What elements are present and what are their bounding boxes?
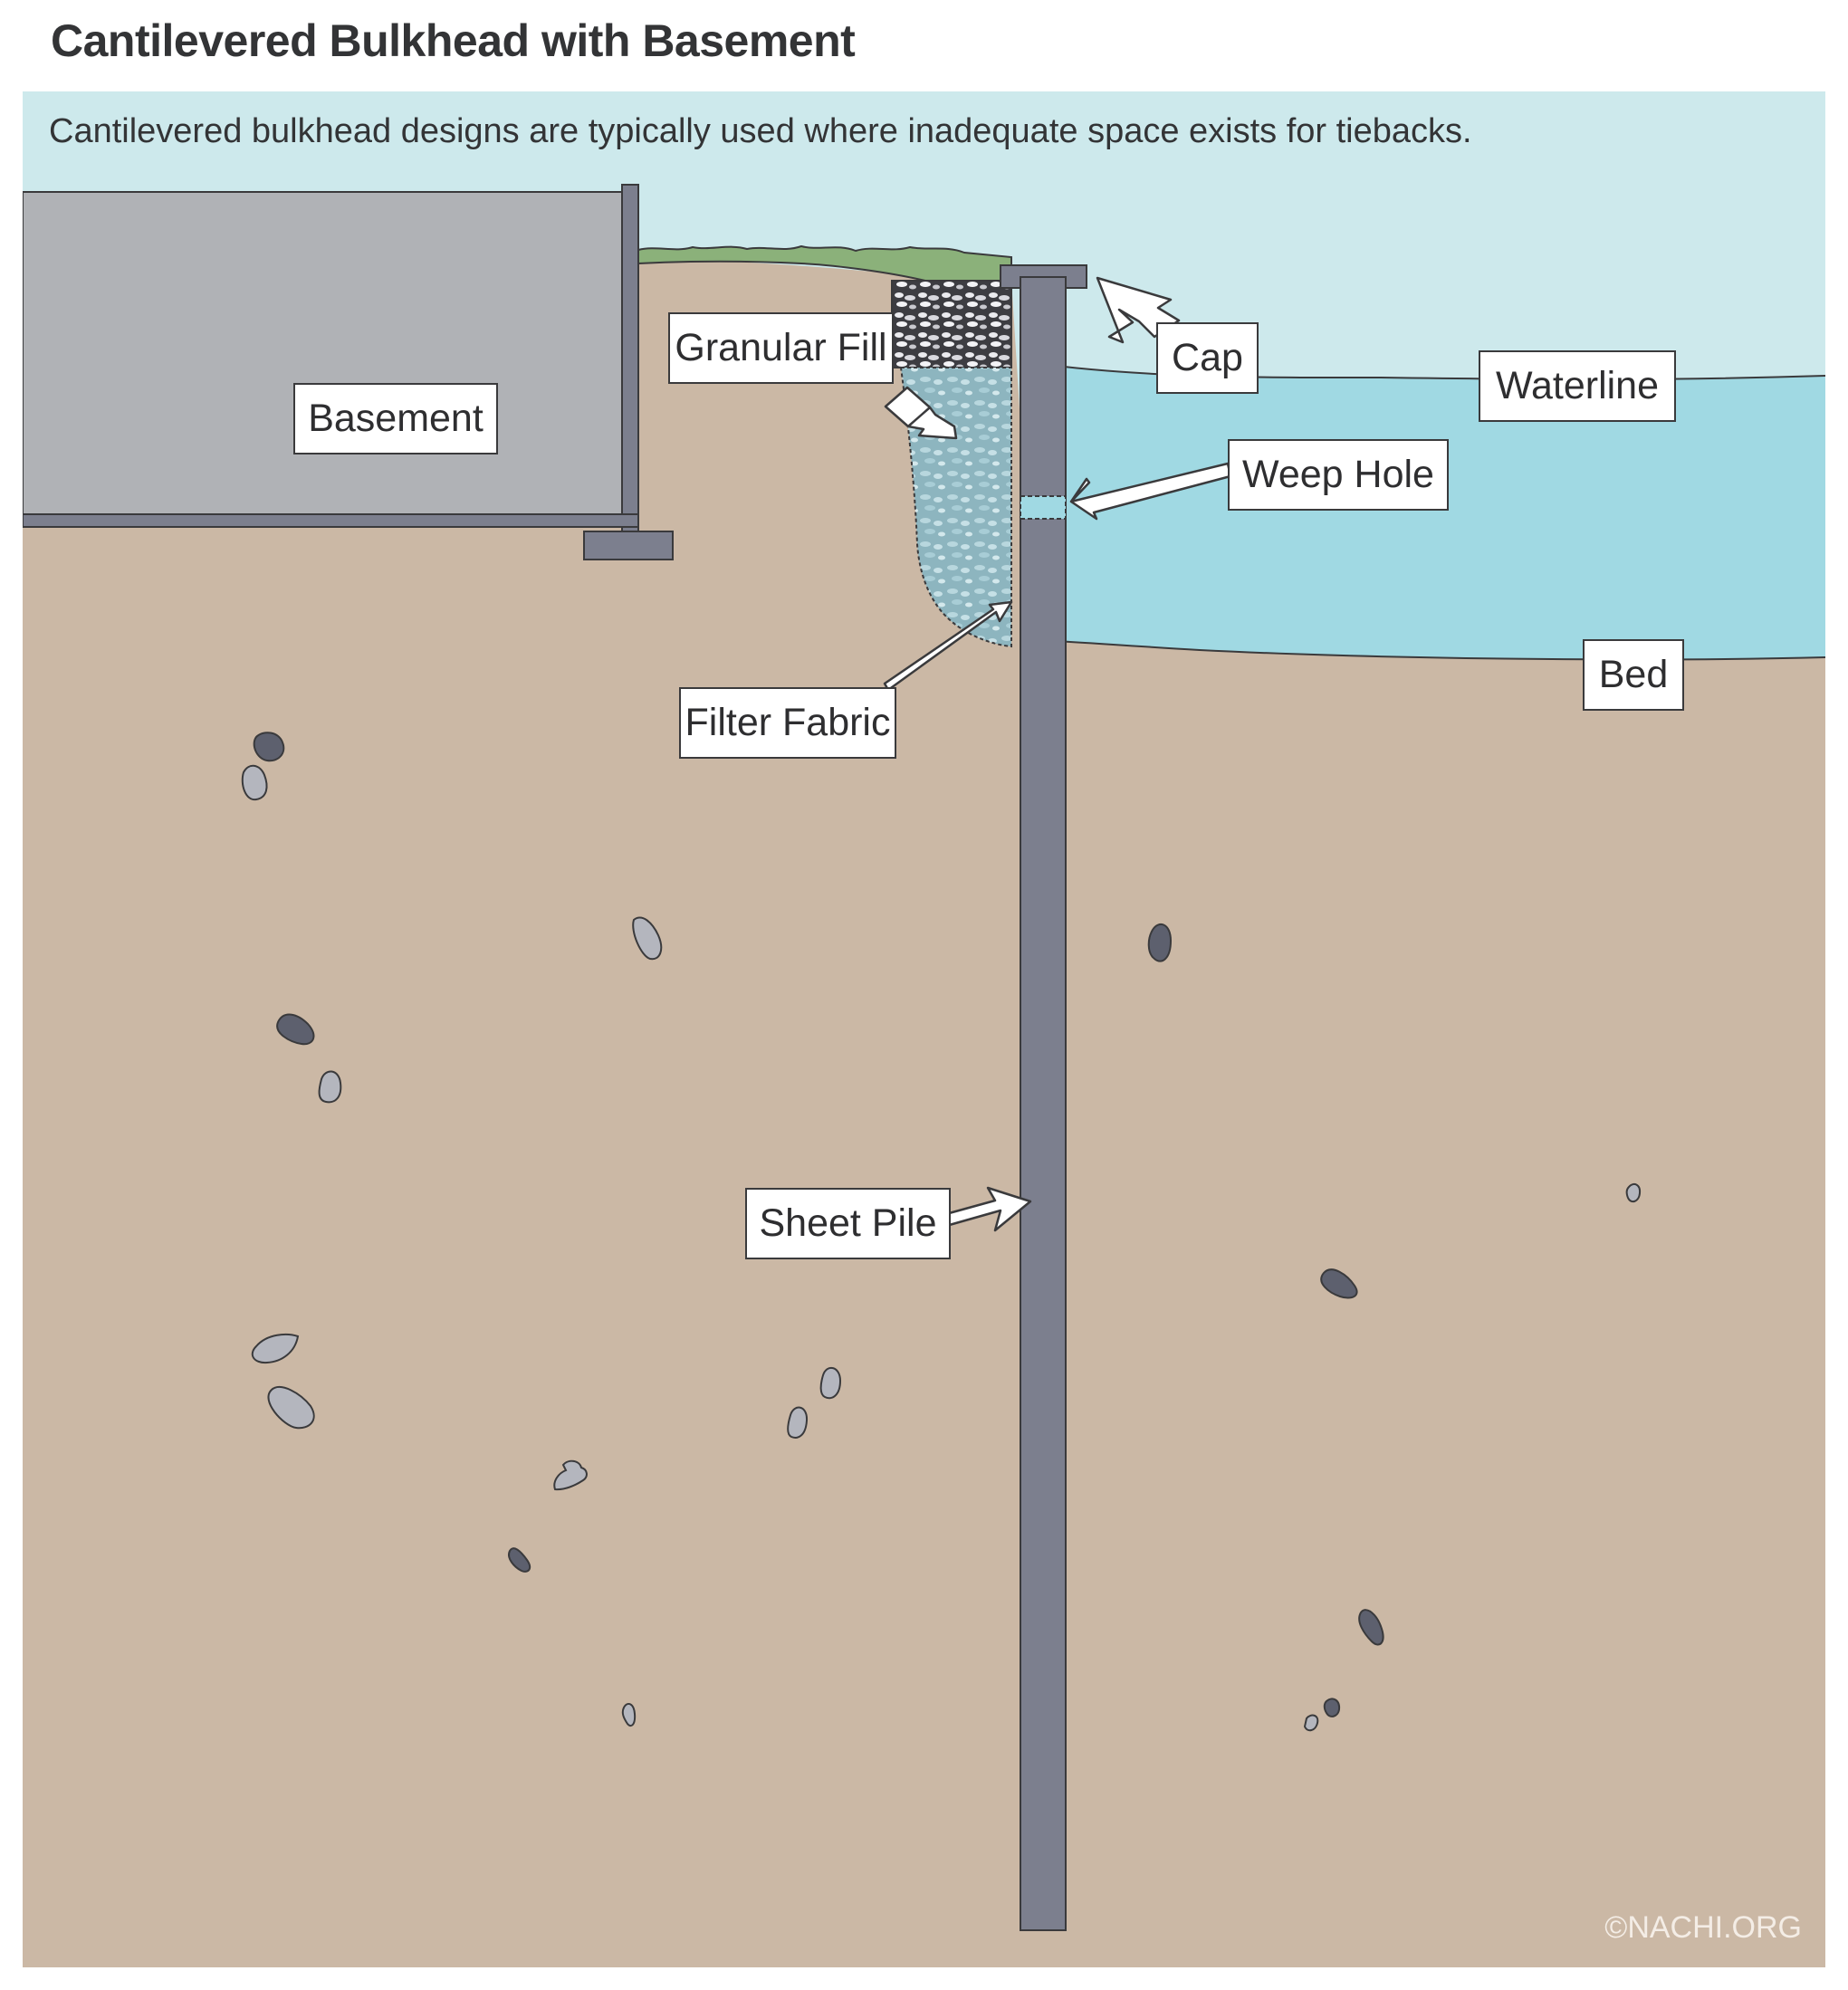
arrow-filter-fabric — [883, 600, 1013, 692]
rock — [1320, 1268, 1358, 1299]
diagram-title: Cantilevered Bulkhead with Basement — [51, 15, 856, 66]
rock — [1147, 923, 1173, 962]
weep-hole — [1020, 495, 1067, 520]
bed-line — [1033, 639, 1825, 661]
rock — [1323, 1698, 1341, 1717]
water-body — [1034, 363, 1825, 660]
diagram-panel: Cantilevered bulkhead designs are typica… — [23, 91, 1825, 1967]
sheet-pile — [1020, 276, 1067, 1931]
rock — [276, 1013, 315, 1046]
rock — [1625, 1182, 1642, 1203]
rock — [251, 1334, 300, 1364]
rock — [1303, 1714, 1319, 1732]
rock — [267, 1386, 315, 1430]
soil-ground — [23, 260, 1825, 1967]
basement-footing — [583, 531, 674, 560]
basement-wall — [621, 184, 639, 535]
label-cap: Cap — [1156, 322, 1259, 394]
arrow-sheet-pile — [941, 1186, 1032, 1232]
rock — [318, 1070, 342, 1104]
rock — [632, 916, 663, 961]
label-bed: Bed — [1583, 639, 1684, 711]
label-sheet-pile: Sheet Pile — [745, 1188, 951, 1259]
arrow-granular-fill — [884, 386, 958, 440]
diagram-subtitle: Cantilevered bulkhead designs are typica… — [49, 112, 1472, 150]
label-waterline: Waterline — [1479, 350, 1676, 422]
basement-room — [23, 191, 623, 522]
basement-floor-slab — [23, 513, 639, 528]
label-basement: Basement — [293, 383, 498, 454]
gravel-layer — [891, 280, 1012, 368]
copyright-notice: ©NACHI.ORG — [1604, 1910, 1802, 1945]
rock — [241, 764, 268, 801]
rock — [253, 732, 285, 762]
rock — [508, 1547, 531, 1573]
label-granular-fill: Granular Fill — [668, 312, 894, 384]
rock — [819, 1366, 842, 1400]
grass-strip — [637, 244, 1012, 282]
rock — [1358, 1609, 1384, 1646]
label-filter-fabric: Filter Fabric — [679, 687, 896, 759]
rock — [787, 1406, 809, 1439]
label-weep-hole: Weep Hole — [1228, 439, 1449, 511]
rock — [621, 1702, 637, 1727]
arrow-weep-hole — [1069, 462, 1232, 521]
rock — [553, 1459, 588, 1491]
